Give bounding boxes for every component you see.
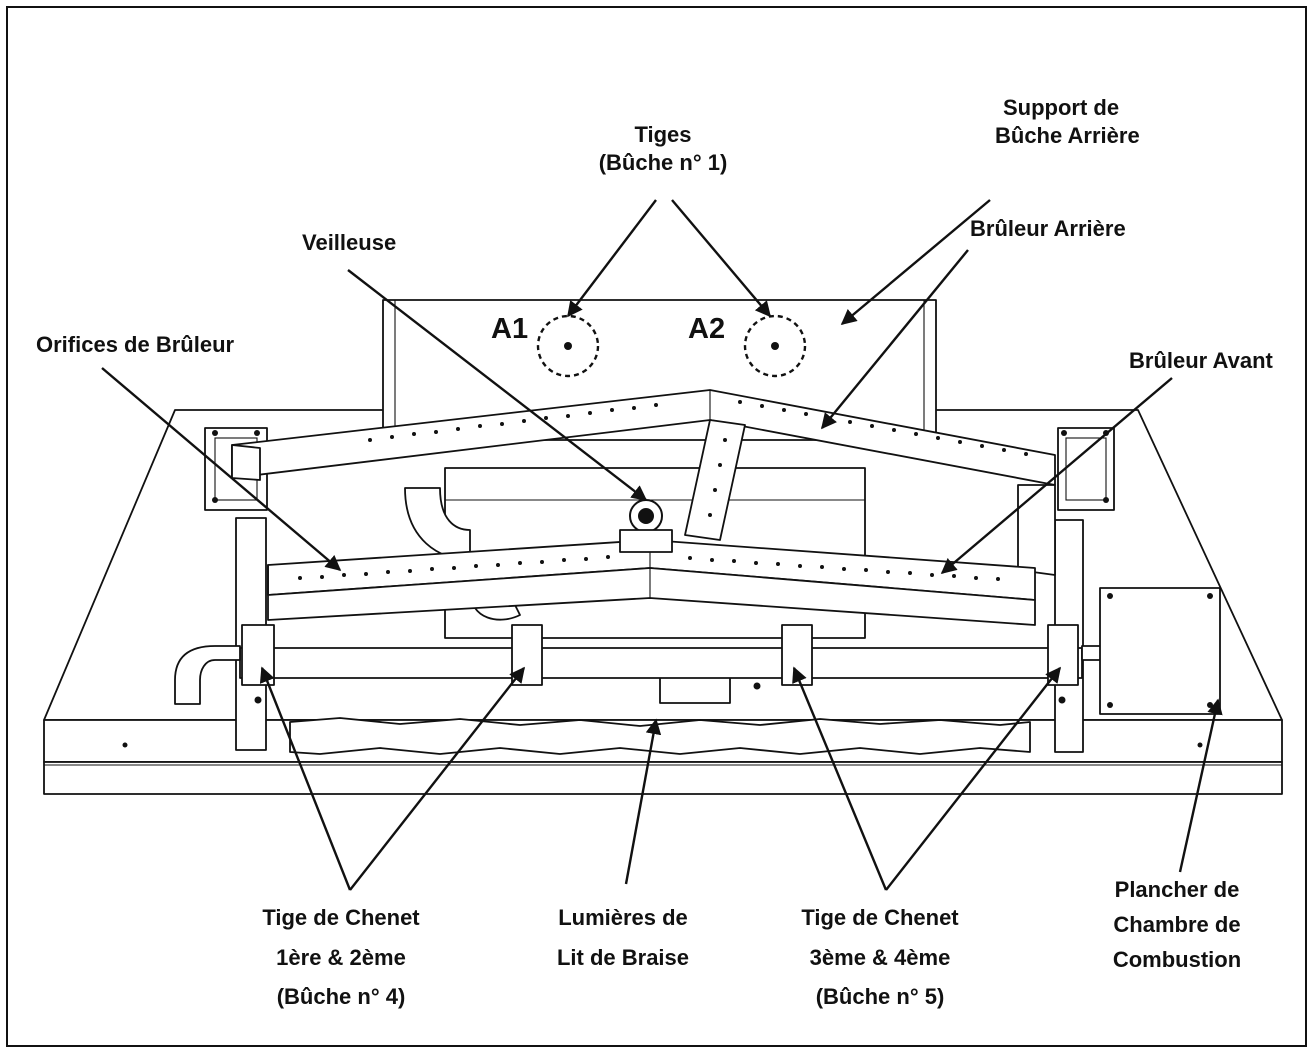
- label-plancher-2: Chambre de: [1113, 912, 1240, 937]
- label-a1: A1: [491, 313, 528, 345]
- label-tiges-1: Tiges: [634, 122, 691, 147]
- label-tiges-2: (Bûche n° 1): [599, 150, 728, 175]
- log-pin-markers: [536, 314, 807, 378]
- label-chenet12-2: 1ère & 2ème: [276, 945, 406, 970]
- label-chenet34-1: Tige de Chenet: [801, 905, 959, 930]
- label-chenet34-2: 3ème & 4ème: [810, 945, 951, 970]
- label-lumieres-1: Lumières de: [558, 905, 688, 930]
- label-support-1: Support de: [1003, 95, 1119, 120]
- leader-arrows: [101, 199, 1223, 891]
- label-orifices: Orifices de Brûleur: [36, 332, 235, 357]
- label-support-2: Bûche Arrière: [995, 123, 1140, 148]
- rear-burner-ports: [368, 400, 1028, 456]
- combustion-floor-plate: [1099, 587, 1221, 715]
- labels: Tiges (Bûche n° 1) Support de Bûche Arri…: [36, 95, 1274, 1009]
- right-bracket: [1057, 427, 1115, 511]
- label-a2: A2: [688, 313, 725, 345]
- label-plancher-3: Combustion: [1113, 947, 1241, 972]
- label-plancher-1: Plancher de: [1115, 877, 1240, 902]
- label-lumieres-2: Lit de Braise: [557, 945, 689, 970]
- firebox-floor-base: [43, 761, 1283, 795]
- label-bruleur-avant: Brûleur Avant: [1129, 348, 1274, 373]
- andiron-1: [241, 624, 275, 686]
- ember-bed-lights: [289, 717, 1031, 755]
- grate-bar: [239, 647, 1083, 679]
- outer-frame: [6, 6, 1307, 1047]
- front-burner-ports: [298, 555, 1000, 581]
- label-chenet12-1: Tige de Chenet: [262, 905, 420, 930]
- label-bruleur-arriere: Brûleur Arrière: [970, 216, 1126, 241]
- label-chenet34-3: (Bûche n° 5): [816, 984, 945, 1009]
- label-chenet12-3: (Bûche n° 4): [277, 984, 406, 1009]
- assembly-drawing: [43, 299, 1283, 795]
- label-veilleuse: Veilleuse: [302, 230, 396, 255]
